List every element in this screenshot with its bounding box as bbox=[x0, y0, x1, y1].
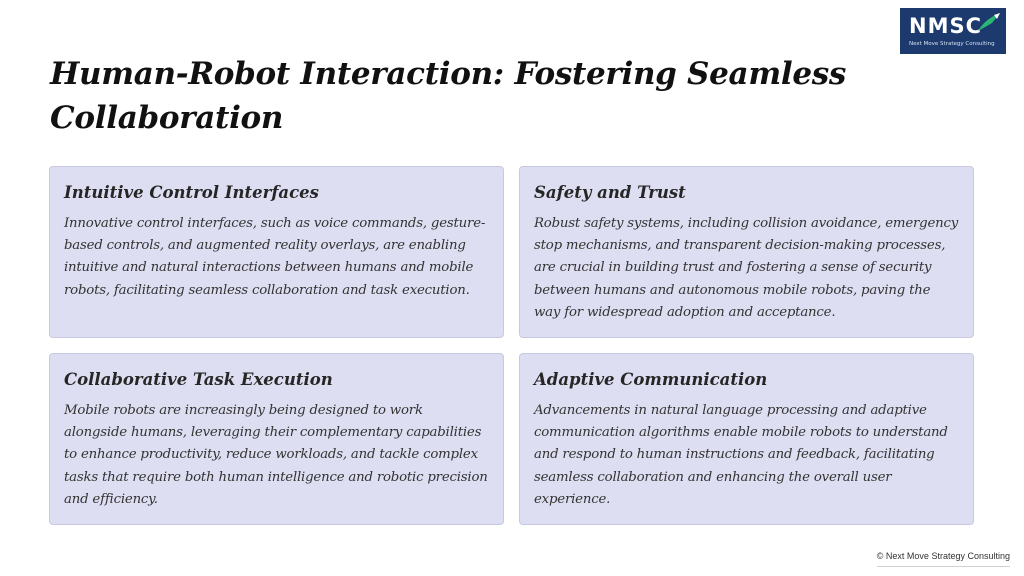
card-title: Safety and Trust bbox=[534, 183, 686, 202]
card-title: Collaborative Task Execution bbox=[64, 370, 333, 389]
swoosh-icon bbox=[978, 13, 1000, 31]
card-body: Innovative control interfaces, such as v… bbox=[64, 216, 486, 298]
card-collaborative-task-execution: Collaborative Task Execution Mobile robo… bbox=[49, 353, 504, 525]
card-adaptive-communication: Adaptive Communication Advancements in n… bbox=[519, 353, 974, 525]
card-title: Intuitive Control Interfaces bbox=[64, 183, 319, 202]
slide-title: Human-Robot Interaction: Fostering Seaml… bbox=[50, 56, 847, 136]
card-title: Adaptive Communication bbox=[534, 370, 768, 389]
card-intuitive-control-interfaces: Intuitive Control Interfaces Innovative … bbox=[49, 166, 504, 338]
logo-mark: NMSC bbox=[909, 14, 983, 38]
copyright-notice: © Next Move Strategy Consulting bbox=[876, 550, 1010, 567]
card-safety-and-trust: Safety and Trust Robust safety systems, … bbox=[519, 166, 974, 338]
card-body: Robust safety systems, including collisi… bbox=[534, 216, 959, 320]
company-logo: NMSC Next Move Strategy Consulting bbox=[900, 8, 1006, 54]
logo-tagline: Next Move Strategy Consulting bbox=[909, 41, 995, 47]
card-body: Advancements in natural language process… bbox=[534, 403, 948, 507]
card-body: Mobile robots are increasingly being des… bbox=[64, 403, 488, 507]
